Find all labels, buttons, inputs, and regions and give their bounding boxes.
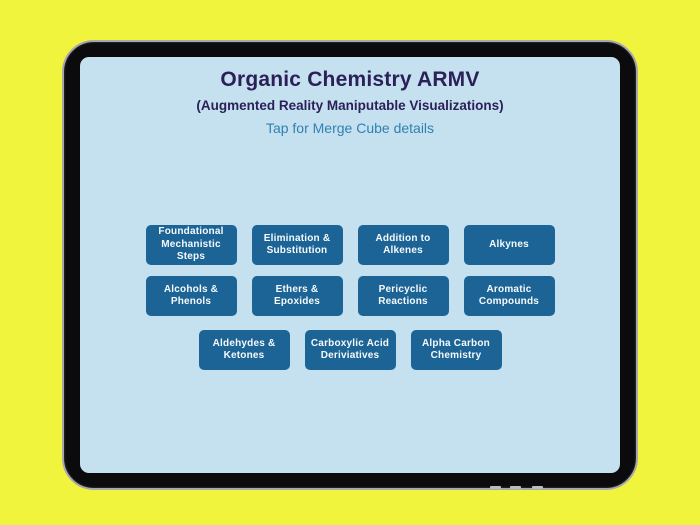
topic-button-alpha-carbon-chemistry[interactable]: Alpha Carbon Chemistry — [410, 330, 502, 370]
topic-button-carboxylic-acid-deriviatives[interactable]: Carboxylic Acid Deriviatives — [304, 330, 396, 370]
bezel-port-mark — [532, 486, 543, 489]
topic-button-elimination-substitution[interactable]: Elimination & Substitution — [251, 225, 343, 265]
topic-button-pericyclic-reactions[interactable]: Pericyclic Reactions — [357, 276, 449, 316]
topic-button-aromatic-compounds[interactable]: Aromatic Compounds — [463, 276, 555, 316]
topic-row-3: Aldehydes & Ketones Carboxylic Acid Deri… — [198, 330, 502, 370]
topic-button-alkynes[interactable]: Alkynes — [463, 225, 555, 265]
bezel-port-mark — [490, 486, 501, 489]
app-screen: Organic Chemistry ARMV (Augmented Realit… — [80, 57, 620, 473]
topic-button-ethers-epoxides[interactable]: Ethers & Epoxides — [251, 276, 343, 316]
topic-row-2: Alcohols & Phenols Ethers & Epoxides Per… — [145, 276, 555, 316]
merge-cube-details-link[interactable]: Tap for Merge Cube details — [265, 120, 435, 136]
topic-row-1: Foundational Mechanistic Steps Eliminati… — [145, 225, 555, 265]
page-title: Organic Chemistry ARMV — [220, 68, 480, 91]
page-subtitle: (Augmented Reality Maniputable Visualiza… — [196, 98, 504, 113]
bezel-port-mark — [510, 486, 521, 489]
topic-button-foundational-mechanistic-steps[interactable]: Foundational Mechanistic Steps — [145, 225, 237, 265]
topic-button-aldehydes-ketones[interactable]: Aldehydes & Ketones — [198, 330, 290, 370]
topic-button-addition-to-alkenes[interactable]: Addition to Alkenes — [357, 225, 449, 265]
tablet-device-frame: Organic Chemistry ARMV (Augmented Realit… — [62, 40, 638, 490]
topic-button-alcohols-phenols[interactable]: Alcohols & Phenols — [145, 276, 237, 316]
topic-button-grid: Foundational Mechanistic Steps Eliminati… — [80, 225, 620, 370]
